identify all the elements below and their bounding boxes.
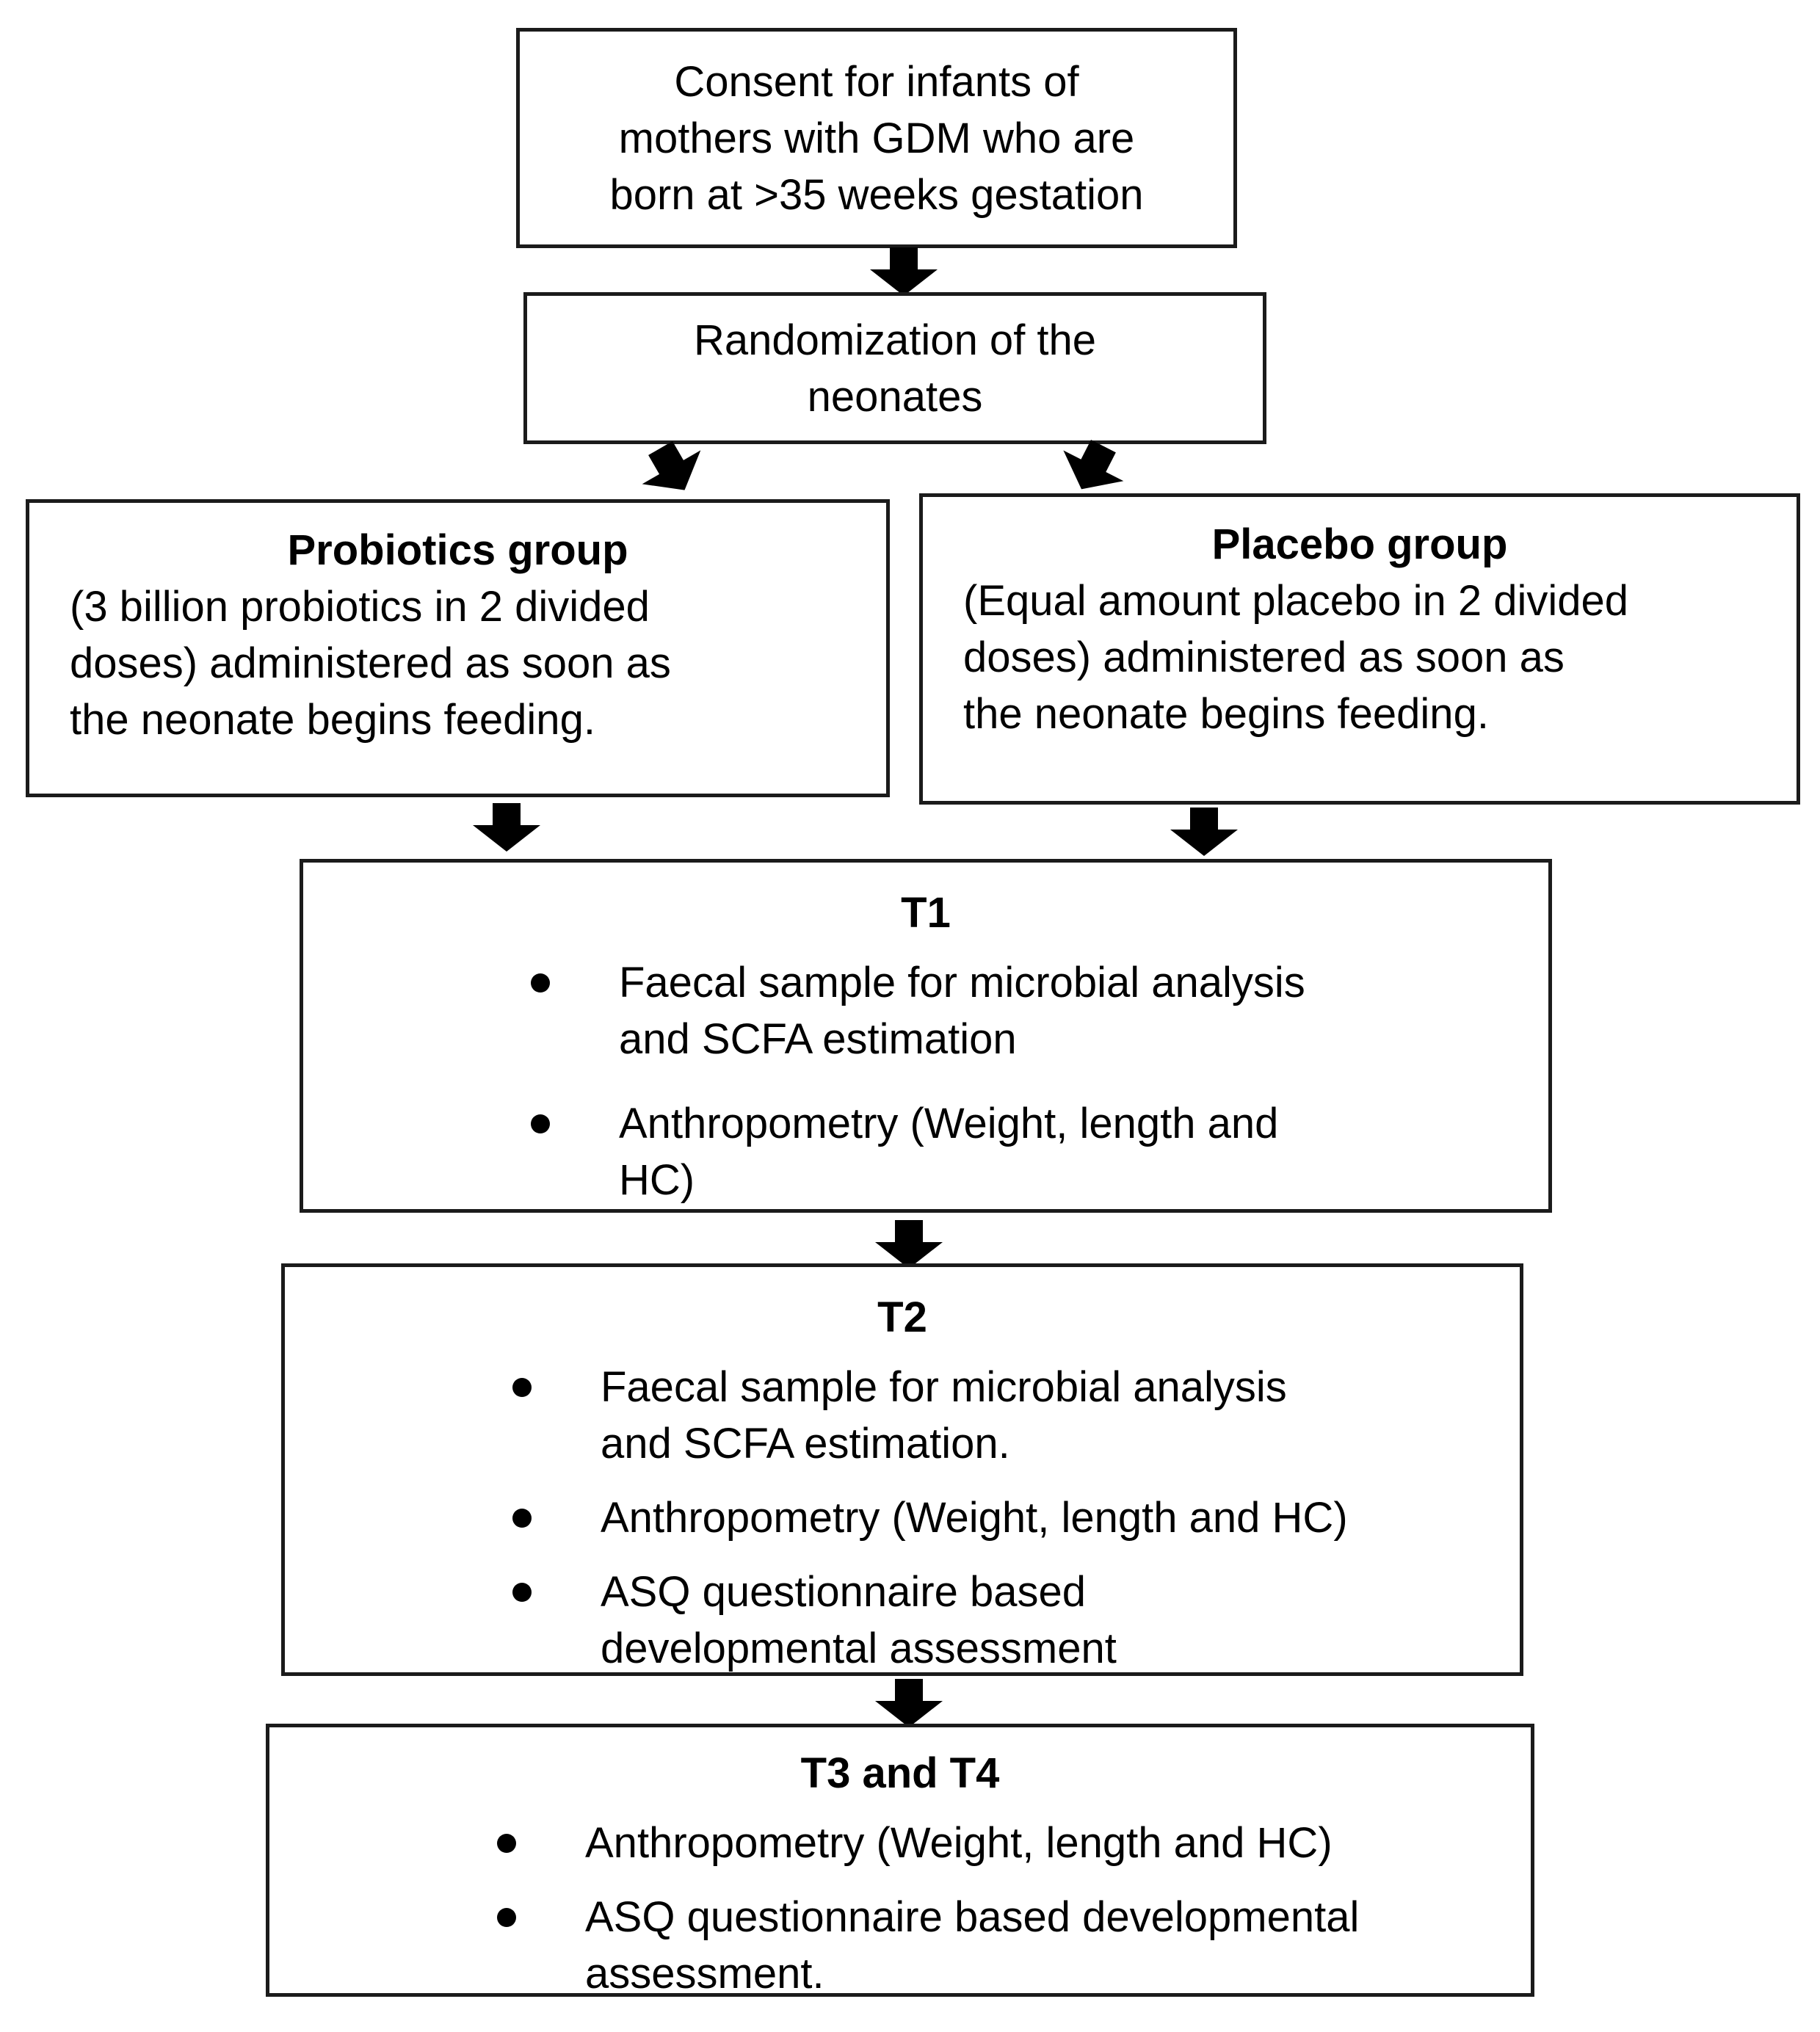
arrow-down-icon xyxy=(1169,808,1239,856)
t1-box: T1 Faecal sample for microbial analysis … xyxy=(300,859,1552,1213)
placebo-group-body: (Equal amount placebo in 2 divided doses… xyxy=(963,577,1629,738)
t3-t4-title: T3 and T4 xyxy=(800,1749,1000,1797)
randomization-box: Randomization of the neonates xyxy=(523,292,1266,444)
arrow-down-icon xyxy=(869,247,939,296)
probiotics-group-body: (3 billion probiotics in 2 divided doses… xyxy=(70,583,671,744)
t1-bullet-item: Anthropometry (Weight, length and HC) xyxy=(531,1095,1548,1208)
t2-bullet-item: Faecal sample for microbial analysis and… xyxy=(512,1359,1520,1472)
t3-t4-bullet-item: ASQ questionnaire based developmental as… xyxy=(497,1889,1531,2002)
arrow-down-right-icon xyxy=(1050,430,1135,505)
t1-bullet-item: Faecal sample for microbial analysis and… xyxy=(531,954,1548,1067)
probiotics-group-title: Probiotics group xyxy=(287,526,628,574)
t2-bullet-list: Faecal sample for microbial analysis and… xyxy=(512,1359,1520,1677)
t2-title: T2 xyxy=(877,1293,927,1341)
probiotics-group-box: Probiotics group (3 billion probiotics i… xyxy=(26,499,890,797)
consent-text: Consent for infants of mothers with GDM … xyxy=(609,57,1144,219)
placebo-group-title: Placebo group xyxy=(1211,520,1508,568)
t2-box: T2 Faecal sample for microbial analysis … xyxy=(281,1263,1523,1676)
placebo-group-box: Placebo group (Equal amount placebo in 2… xyxy=(919,493,1800,805)
t1-title: T1 xyxy=(901,889,951,937)
consent-box: Consent for infants of mothers with GDM … xyxy=(516,28,1237,248)
t2-bullet-item: Anthropometry (Weight, length and HC) xyxy=(512,1489,1520,1546)
t3-t4-bullet-list: Anthropometry (Weight, length and HC) AS… xyxy=(497,1815,1531,2002)
t2-bullet-item: ASQ questionnaire based developmental as… xyxy=(512,1564,1520,1677)
t3-t4-box: T3 and T4 Anthropometry (Weight, length … xyxy=(266,1724,1534,1997)
randomization-text: Randomization of the neonates xyxy=(693,316,1097,421)
arrow-down-left-icon xyxy=(630,430,715,507)
arrow-down-icon xyxy=(874,1220,944,1269)
t3-t4-bullet-item: Anthropometry (Weight, length and HC) xyxy=(497,1815,1531,1871)
arrow-down-icon xyxy=(874,1679,944,1727)
t1-bullet-list: Faecal sample for microbial analysis and… xyxy=(531,954,1548,1208)
arrow-down-icon xyxy=(471,803,542,852)
